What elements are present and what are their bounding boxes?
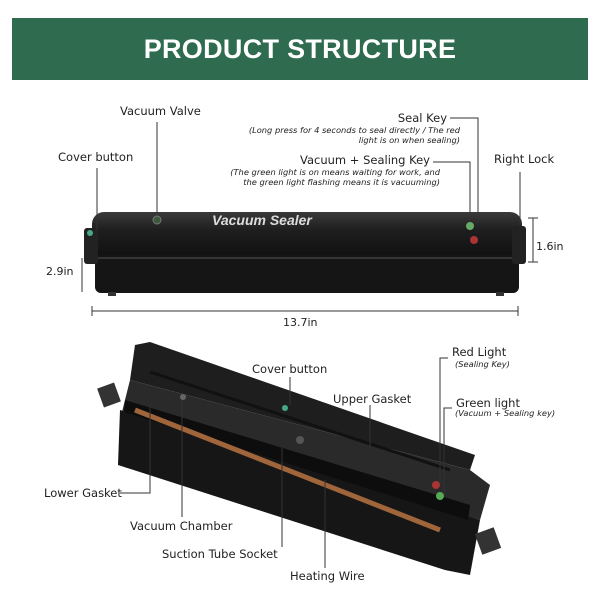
dimension-thickness: 1.6in [536, 240, 564, 253]
label-red-light-note: (Sealing Key) [455, 359, 510, 369]
label-lower-gasket: Lower Gasket [44, 486, 122, 500]
brand-logo: Vacuum Sealer [212, 212, 312, 228]
seal-key-note-line1: (Long press for 4 seconds to seal direct… [248, 125, 460, 135]
label-cover-button: Cover button [58, 150, 134, 164]
label-vacuum-sealing-key: Vacuum + Sealing Key [300, 153, 430, 167]
label-vacuum-chamber: Vacuum Chamber [130, 519, 233, 533]
title-banner: PRODUCT STRUCTURE [12, 18, 588, 80]
label-vacuum-valve: Vacuum Valve [120, 104, 201, 118]
green-light-icon [436, 492, 444, 500]
label-upper-gasket: Upper Gasket [333, 392, 412, 406]
heating-wire [134, 407, 441, 533]
label-green-light-note: (Vacuum + Sealing key) [455, 408, 556, 418]
cover-button-icon [87, 230, 93, 236]
seal-key-icon [470, 236, 478, 244]
vacuum-sealing-key-icon [466, 222, 474, 230]
page-title: PRODUCT STRUCTURE [143, 33, 457, 64]
label-right-lock: Right Lock [494, 152, 555, 166]
vacuum-sealing-note-line1: (The green light is on means waiting for… [230, 167, 440, 177]
vacuum-valve-icon [152, 215, 162, 225]
label-red-light: Red Light [452, 345, 507, 359]
label-suction-tube-socket: Suction Tube Socket [162, 547, 278, 561]
dimension-length: 13.7in [283, 316, 318, 329]
top-vacuum-sealer [84, 212, 526, 296]
dimension-height: 2.9in [46, 265, 74, 278]
label-bottom-cover-button: Cover button [252, 362, 328, 376]
red-light-icon [432, 481, 440, 489]
bottom-vacuum-sealer-open [97, 342, 502, 575]
seal-key-note-line2: light is on when sealing) [358, 135, 460, 145]
label-green-light: Green light [456, 396, 520, 410]
label-heating-wire: Heating Wire [290, 569, 365, 583]
vacuum-sealing-note-line2: the green light flashing means it is vac… [243, 177, 440, 187]
label-seal-key: Seal Key [397, 111, 447, 125]
